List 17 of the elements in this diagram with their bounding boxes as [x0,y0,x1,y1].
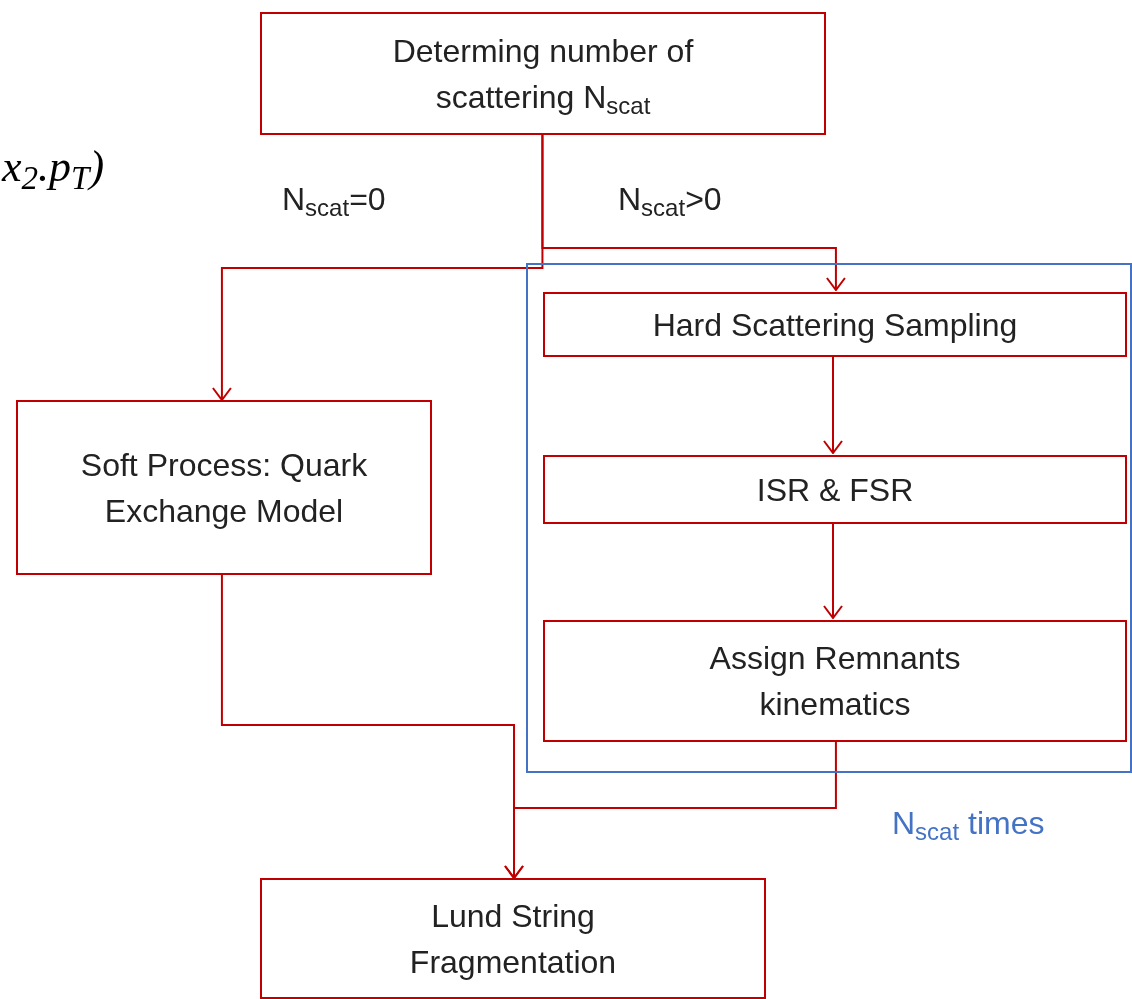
box-text: Hard Scattering Sampling [651,305,1019,345]
box-text: Assign Remnants kinematics [708,639,962,724]
arrow [541,134,846,291]
box-text: ISR & FSR [755,470,915,510]
process-box [260,12,826,135]
process-box [543,620,1127,742]
formula-fragment: x$_{2}$.p$_{T}$) [2,141,105,199]
loop-caption: N$_{scat}$ times [892,804,1045,843]
process-box [543,292,1127,357]
process-box [543,455,1127,524]
box-text: Lund String Fragmentation [408,896,618,982]
box-text: Determing number of scattering N$_{scat}$ [391,31,695,120]
process-box [260,878,766,999]
edge-label: N$_{scat}$>0 [618,180,722,222]
process-box [16,400,432,575]
edge-label: N$_{scat}$=0 [282,180,386,222]
box-text: Soft Process: Quark Exchange Model [79,445,369,531]
